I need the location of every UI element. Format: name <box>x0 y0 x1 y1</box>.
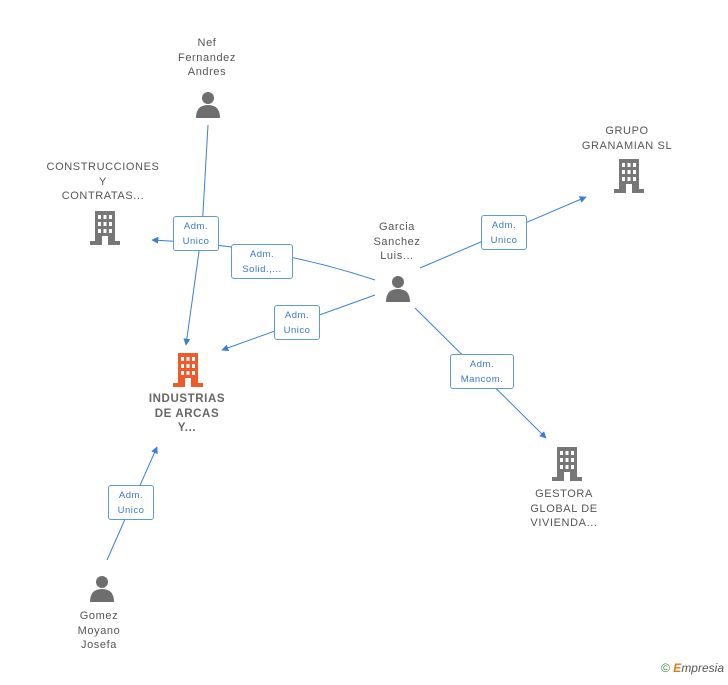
building-icon[interactable] <box>90 211 120 245</box>
node-label-construcciones[interactable]: CONSTRUCCIONES Y CONTRATAS... <box>46 161 160 202</box>
node-label-grupo[interactable]: GRUPO GRANAMIAN SL <box>581 125 673 152</box>
building-icon[interactable] <box>614 159 644 193</box>
node-label-gestora[interactable]: GESTORA GLOBAL DE VIVIENDA... <box>530 488 598 529</box>
main-company-building-icon[interactable] <box>173 353 203 387</box>
edge-label-gomez-industrias[interactable]: Adm. Unico <box>108 485 154 520</box>
node-label-gomez[interactable]: Gomez Moyano Josefa <box>77 610 121 651</box>
edge-label-garcia-grupo[interactable]: Adm. Unico <box>481 215 527 250</box>
person-icon[interactable] <box>88 574 116 602</box>
edge-label-nef-industrias[interactable]: Adm. Unico <box>173 216 219 251</box>
copyright-symbol: © <box>661 661 670 675</box>
person-icon[interactable] <box>194 90 222 118</box>
person-icon[interactable] <box>384 274 412 302</box>
brand-logo: Empresia <box>673 661 724 675</box>
edge-label-garcia-gestora[interactable]: Adm. Mancom. <box>450 354 514 389</box>
building-icon[interactable] <box>552 447 582 481</box>
edge-label-garcia-industrias[interactable]: Adm. Unico <box>274 305 320 340</box>
node-label-nef[interactable]: Nef Fernandez Andres <box>178 37 236 78</box>
node-label-garcia[interactable]: Garcia Sanchez Luis... <box>373 221 421 262</box>
node-label-industrias[interactable]: INDUSTRIAS DE ARCAS Y... <box>148 393 226 434</box>
edge-label-garcia-construcciones[interactable]: Adm. Solid.,... <box>231 244 293 279</box>
footer-credit: © Empresia <box>661 661 724 675</box>
